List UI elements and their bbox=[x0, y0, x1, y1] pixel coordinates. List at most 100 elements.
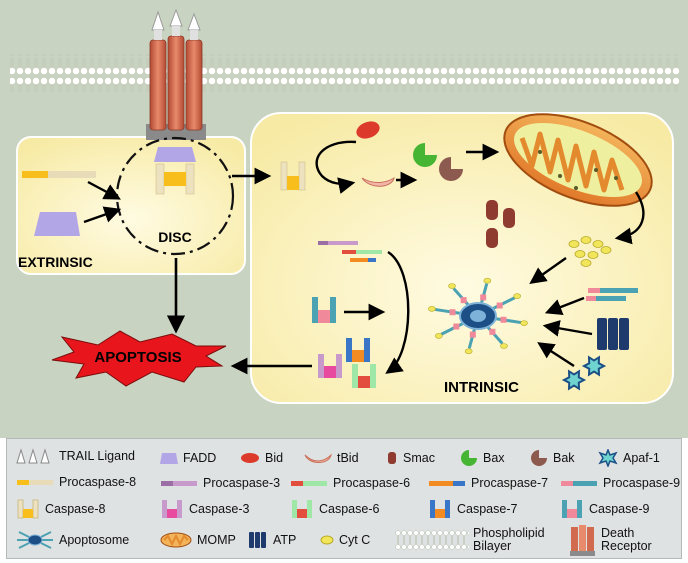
procaspase-9-icon bbox=[559, 479, 603, 487]
legend-item-procaspase-6: Procaspase-6 bbox=[289, 470, 410, 496]
death-receptor bbox=[146, 8, 206, 140]
trail-ligand-icon bbox=[15, 447, 59, 465]
tbid bbox=[361, 176, 395, 187]
legend-item-bax: Bax bbox=[459, 445, 505, 471]
bak bbox=[439, 157, 463, 181]
legend-label: Smac bbox=[403, 451, 435, 465]
legend-label: Apoptosome bbox=[59, 533, 130, 547]
bak-icon bbox=[529, 449, 553, 467]
procaspase-8-input bbox=[22, 171, 96, 178]
legend-item-caspase-7: Caspase-7 bbox=[427, 496, 517, 522]
legend-item-fadd: FADD bbox=[159, 445, 216, 471]
legend-item-death-receptor: Death Receptor bbox=[567, 525, 681, 556]
death-receptor-icon bbox=[567, 523, 601, 557]
caspase-7-intrinsic bbox=[346, 338, 370, 362]
legend-label: Cyt C bbox=[339, 533, 371, 547]
extrinsic-label: EXTRINSIC bbox=[18, 254, 93, 270]
fadd-icon bbox=[159, 451, 183, 465]
atp bbox=[597, 318, 629, 350]
procaspase-6-icon bbox=[289, 479, 333, 487]
legend-item-tbid: tBid bbox=[303, 445, 359, 471]
legend-item-apaf-1: Apaf-1 bbox=[597, 445, 660, 471]
legend-item-cyt-c: Cyt C bbox=[319, 527, 370, 553]
legend-label: Procaspase-6 bbox=[333, 476, 411, 490]
legend-item-caspase-3: Caspase-3 bbox=[159, 496, 249, 522]
procaspase-stack bbox=[318, 241, 382, 262]
momp-icon bbox=[159, 530, 197, 550]
caspase-6-intrinsic bbox=[352, 364, 376, 388]
procaspase-8-icon bbox=[15, 478, 59, 486]
cyt-c-icon bbox=[319, 534, 339, 546]
smac bbox=[486, 200, 515, 248]
atp-icon bbox=[247, 530, 273, 550]
legend-item-caspase-9: Caspase-9 bbox=[559, 496, 649, 522]
bax-icon bbox=[459, 449, 483, 467]
legend-item-apoptosome: Apoptosome bbox=[15, 527, 129, 553]
legend-item-bak: Bak bbox=[529, 445, 575, 471]
procaspase-9-input bbox=[586, 288, 638, 301]
legend-item-atp: ATP bbox=[247, 527, 296, 553]
legend-item-bid: Bid bbox=[239, 445, 283, 471]
legend-item-trail-ligand: TRAIL Ligand bbox=[15, 443, 135, 469]
caspase-3-icon bbox=[159, 498, 189, 520]
legend-label: Procaspase-8 bbox=[59, 475, 137, 489]
bid-icon bbox=[239, 451, 265, 465]
legend-label: Caspase-3 bbox=[189, 502, 250, 516]
legend-item-smac: Smac bbox=[385, 445, 435, 471]
legend-label: Caspase-8 bbox=[45, 502, 106, 516]
apaf-1 bbox=[561, 355, 607, 391]
legend-label: Apaf-1 bbox=[623, 451, 660, 465]
phospholipid-bilayer bbox=[10, 54, 680, 92]
legend-label: Bid bbox=[265, 451, 284, 465]
caspase-9-intrinsic bbox=[312, 297, 336, 323]
bax bbox=[413, 143, 437, 167]
legend-label: Bak bbox=[553, 451, 575, 465]
intrinsic-label: INTRINSIC bbox=[444, 379, 519, 396]
tbid-icon bbox=[303, 451, 337, 465]
legend-label: TRAIL Ligand bbox=[59, 449, 135, 463]
legend-label: MOMP bbox=[197, 533, 236, 547]
legend-label: Bax bbox=[483, 451, 505, 465]
legend-label: Procaspase-3 bbox=[203, 476, 281, 490]
mitochondrion bbox=[503, 113, 653, 207]
caspase-8-in-disc bbox=[155, 163, 195, 195]
procaspase-7-icon bbox=[427, 479, 471, 487]
legend-item-caspase-6: Caspase-6 bbox=[289, 496, 379, 522]
legend-item-procaspase-3: Procaspase-3 bbox=[159, 470, 280, 496]
caspase-8-icon bbox=[15, 498, 45, 520]
disc-label: DISC bbox=[158, 229, 191, 245]
legend-label: Procaspase-9 bbox=[603, 476, 681, 490]
smac-icon bbox=[385, 450, 403, 466]
legend-label: FADD bbox=[183, 451, 217, 465]
fadd-in-disc bbox=[154, 147, 196, 162]
fadd-input bbox=[34, 212, 80, 236]
legend-label: Caspase-7 bbox=[457, 502, 518, 516]
bid bbox=[356, 121, 380, 139]
legend-label: Procaspase-7 bbox=[471, 476, 549, 490]
phospholipid-bilayer-icon bbox=[395, 530, 473, 550]
legend-item-procaspase-8: Procaspase-8 bbox=[15, 469, 136, 495]
legend-label: Caspase-9 bbox=[589, 502, 650, 516]
legend-item-phospholipid-bilayer: Phospholipid Bilayer bbox=[395, 527, 553, 553]
caspase-6-icon bbox=[289, 498, 319, 520]
pathway-diagram: DISC EXTRINSIC APOPTOSIS bbox=[0, 0, 688, 438]
legend-item-caspase-8: Caspase-8 bbox=[15, 496, 105, 522]
caspase-9-icon bbox=[559, 498, 589, 520]
legend-label: Phospholipid Bilayer bbox=[473, 526, 545, 553]
cyt-c bbox=[568, 236, 612, 267]
legend-label: Death Receptor bbox=[601, 526, 652, 553]
legend-item-procaspase-9: Procaspase-9 bbox=[559, 470, 680, 496]
legend-item-procaspase-7: Procaspase-7 bbox=[427, 470, 548, 496]
apoptosis-label: APOPTOSIS bbox=[94, 349, 181, 366]
caspase-7-icon bbox=[427, 498, 457, 520]
apoptosome bbox=[428, 277, 528, 355]
legend-label: Caspase-6 bbox=[319, 502, 380, 516]
procaspase-3-icon bbox=[159, 479, 203, 487]
apaf-1-icon bbox=[597, 449, 623, 467]
caspase-8-intrinsic bbox=[280, 161, 306, 191]
apoptosome-icon bbox=[15, 528, 59, 552]
caspase-3-intrinsic bbox=[318, 354, 342, 378]
legend-label: ATP bbox=[273, 533, 297, 547]
